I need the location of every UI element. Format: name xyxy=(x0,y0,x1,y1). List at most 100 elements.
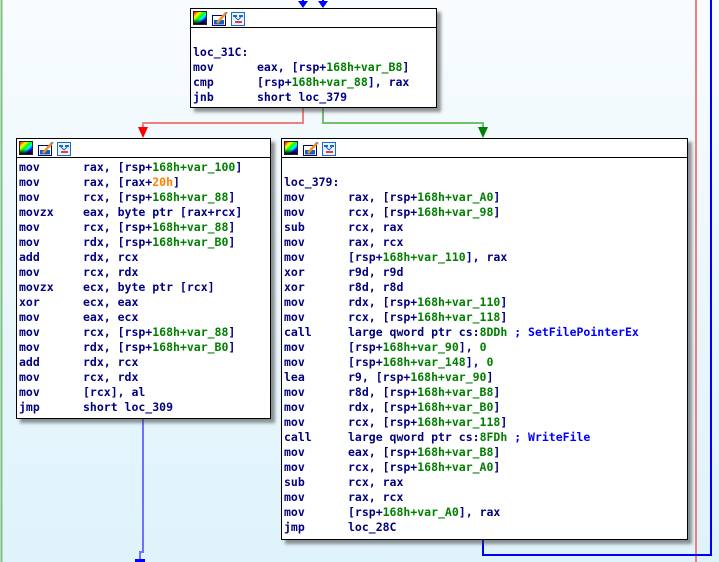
instruction-line[interactable]: cmp[rsp+168h+var_88], rax xyxy=(193,75,436,90)
instruction-line[interactable]: mov[rsp+168h+var_110], rax xyxy=(284,250,687,265)
instruction-line[interactable]: mov[rsp+168h+var_148], 0 xyxy=(284,355,687,370)
code-label[interactable]: loc_31C: xyxy=(193,45,249,59)
operand: rcx, [rsp+ xyxy=(348,205,418,219)
graph-overview-icon[interactable] xyxy=(57,141,71,156)
operand-variable: 168h+var_B0 xyxy=(152,340,229,354)
mnemonic: mov xyxy=(19,370,40,384)
operand: ] xyxy=(228,220,236,234)
mnemonic: mov xyxy=(19,340,40,354)
block-header xyxy=(17,139,270,158)
instruction-line[interactable]: jnb short loc_379 xyxy=(193,90,436,105)
color-palette-icon[interactable] xyxy=(284,141,298,155)
operand: short loc_309 xyxy=(83,400,174,414)
mnemonic: call xyxy=(284,430,312,444)
operand: ] xyxy=(173,175,180,189)
operand: ] xyxy=(493,400,501,414)
operand: short loc_379 xyxy=(257,90,348,104)
instruction-line[interactable]: mov[rsp+168h+var_A0], rax xyxy=(284,505,687,520)
operand-variable: 168h+var_88 xyxy=(291,75,368,89)
operand: ecx, byte ptr [rcx] xyxy=(83,280,215,294)
operand: eax, [rsp+ xyxy=(257,60,327,74)
operand: rdx, [rsp+ xyxy=(83,340,153,354)
code-label[interactable]: loc_379: xyxy=(284,175,340,189)
edit-pencil-icon[interactable] xyxy=(212,11,228,26)
edge-false-arrow xyxy=(138,127,148,138)
comment-api-name: ; SetFilePointerEx xyxy=(507,325,639,339)
graph-overview-icon[interactable] xyxy=(231,11,245,26)
block-header xyxy=(282,139,687,158)
edge-true-to-right xyxy=(322,108,484,130)
operand-variable: 168h+var_A0 xyxy=(382,505,459,519)
operand: ] xyxy=(228,325,236,339)
operand: rax, rcx xyxy=(348,490,404,504)
graph-overview-icon[interactable] xyxy=(322,141,336,156)
operand: [rsp+ xyxy=(348,355,383,369)
operand-variable: 168h+var_98 xyxy=(417,205,494,219)
operand: ] xyxy=(500,295,508,309)
operand: ], xyxy=(465,355,487,369)
operand: rax, [rsp+ xyxy=(348,190,418,204)
mnemonic: mov xyxy=(19,265,40,279)
operand: eax, ecx xyxy=(83,310,139,324)
color-palette-icon[interactable] xyxy=(19,141,33,155)
operand-variable: 168h+var_110 xyxy=(417,295,501,309)
instruction-line[interactable]: mov[rcx], al xyxy=(19,385,270,400)
mnemonic: call xyxy=(284,325,312,339)
color-palette-icon[interactable] xyxy=(193,11,207,25)
operand: ecx, eax xyxy=(83,295,139,309)
operand: ] xyxy=(235,160,243,174)
edit-pencil-icon[interactable] xyxy=(38,141,54,156)
mnemonic: jnb xyxy=(193,90,214,104)
operand: rcx, [rsp+ xyxy=(348,310,418,324)
operand: [rsp+ xyxy=(348,250,383,264)
mnemonic: add xyxy=(19,355,40,369)
operand-variable: 0 xyxy=(479,340,487,354)
operand: rcx, rax xyxy=(348,475,404,489)
operand: rax, rcx xyxy=(348,235,404,249)
operand: large qword ptr cs: xyxy=(348,430,480,444)
mnemonic: jmp xyxy=(284,520,305,534)
instruction-line[interactable]: mov[rsp+168h+var_90], 0 xyxy=(284,340,687,355)
edit-pencil-icon[interactable] xyxy=(303,141,319,156)
